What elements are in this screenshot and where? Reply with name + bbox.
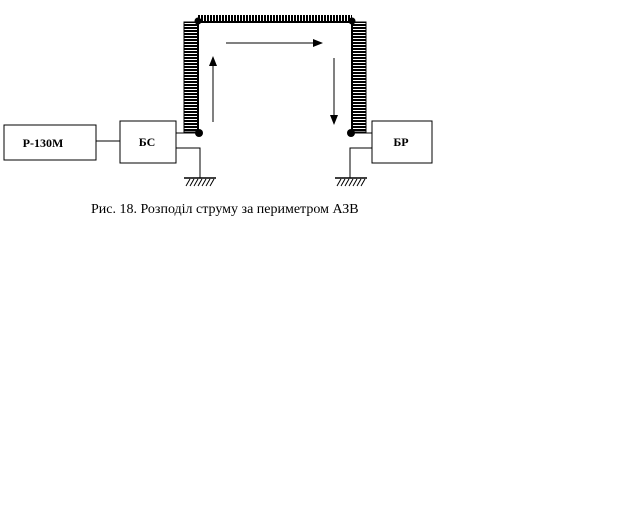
antenna-top-beam	[198, 15, 352, 22]
block-r130m-label: Р-130М	[23, 136, 64, 150]
block-bs: БС	[119, 120, 177, 164]
block-r130m: Р-130М	[3, 124, 97, 161]
figure-caption: Рис. 18. Розподіл струму за периметром А…	[91, 202, 359, 217]
antenna-right-mast	[351, 21, 367, 133]
ground-right	[335, 147, 372, 187]
antenna-frame	[183, 15, 367, 137]
antenna-left-mast	[183, 21, 199, 133]
block-bs-label: БС	[139, 135, 156, 149]
block-br: БР	[371, 120, 433, 164]
node-top-right	[348, 17, 356, 25]
block-br-label: БР	[393, 135, 408, 149]
node-top-left	[194, 17, 202, 25]
ground-left	[176, 147, 216, 187]
